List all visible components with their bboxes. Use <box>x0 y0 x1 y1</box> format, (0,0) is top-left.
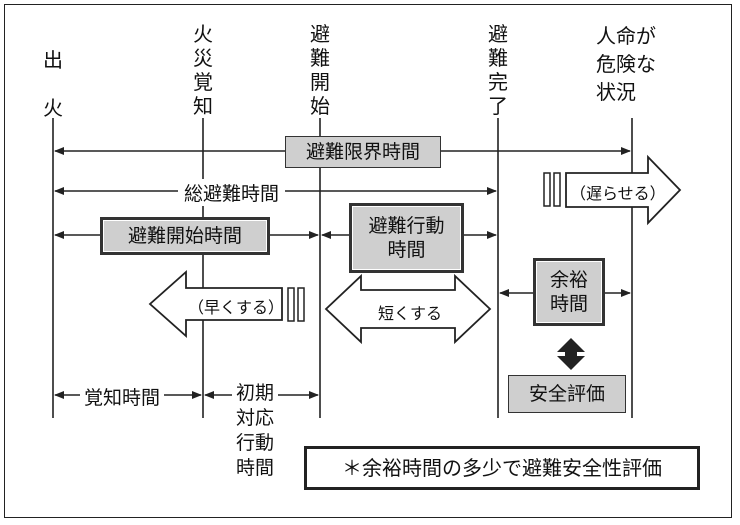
event-fire: 出火 <box>43 48 63 120</box>
label-total-time: 総避難時間 <box>178 179 286 206</box>
event-evac-start: 避難開始 <box>310 22 330 118</box>
caption-delay: （遅らせる） <box>570 184 666 203</box>
event-evac-done: 避難完了 <box>488 22 508 118</box>
label-action-time: 避難行動 時間 <box>349 203 464 273</box>
double-arrow-vertical <box>557 338 585 370</box>
label-awareness-time: 覚知時間 <box>80 383 165 410</box>
label-safety-eval: 安全評価 <box>508 375 626 413</box>
event-danger: 人命が 危険な 状況 <box>596 24 656 104</box>
event-awareness: 火災覚知 <box>193 22 213 118</box>
block-arrow-delay <box>543 154 682 226</box>
label-margin-time: 余裕 時間 <box>533 258 605 326</box>
caption-earlier: （早くする） <box>188 298 285 317</box>
footnote: ＊余裕時間の多少で避難安全性評価 <box>304 446 700 490</box>
label-initial-response: 初期 対応 行動 時間 <box>232 381 279 481</box>
caption-shorten: 短くする <box>378 304 443 323</box>
block-arrow-shorten <box>324 273 492 345</box>
block-arrow-earlier <box>148 269 305 339</box>
label-start-time: 避難開始時間 <box>100 217 270 255</box>
label-limit-time: 避難限界時間 <box>285 136 441 168</box>
